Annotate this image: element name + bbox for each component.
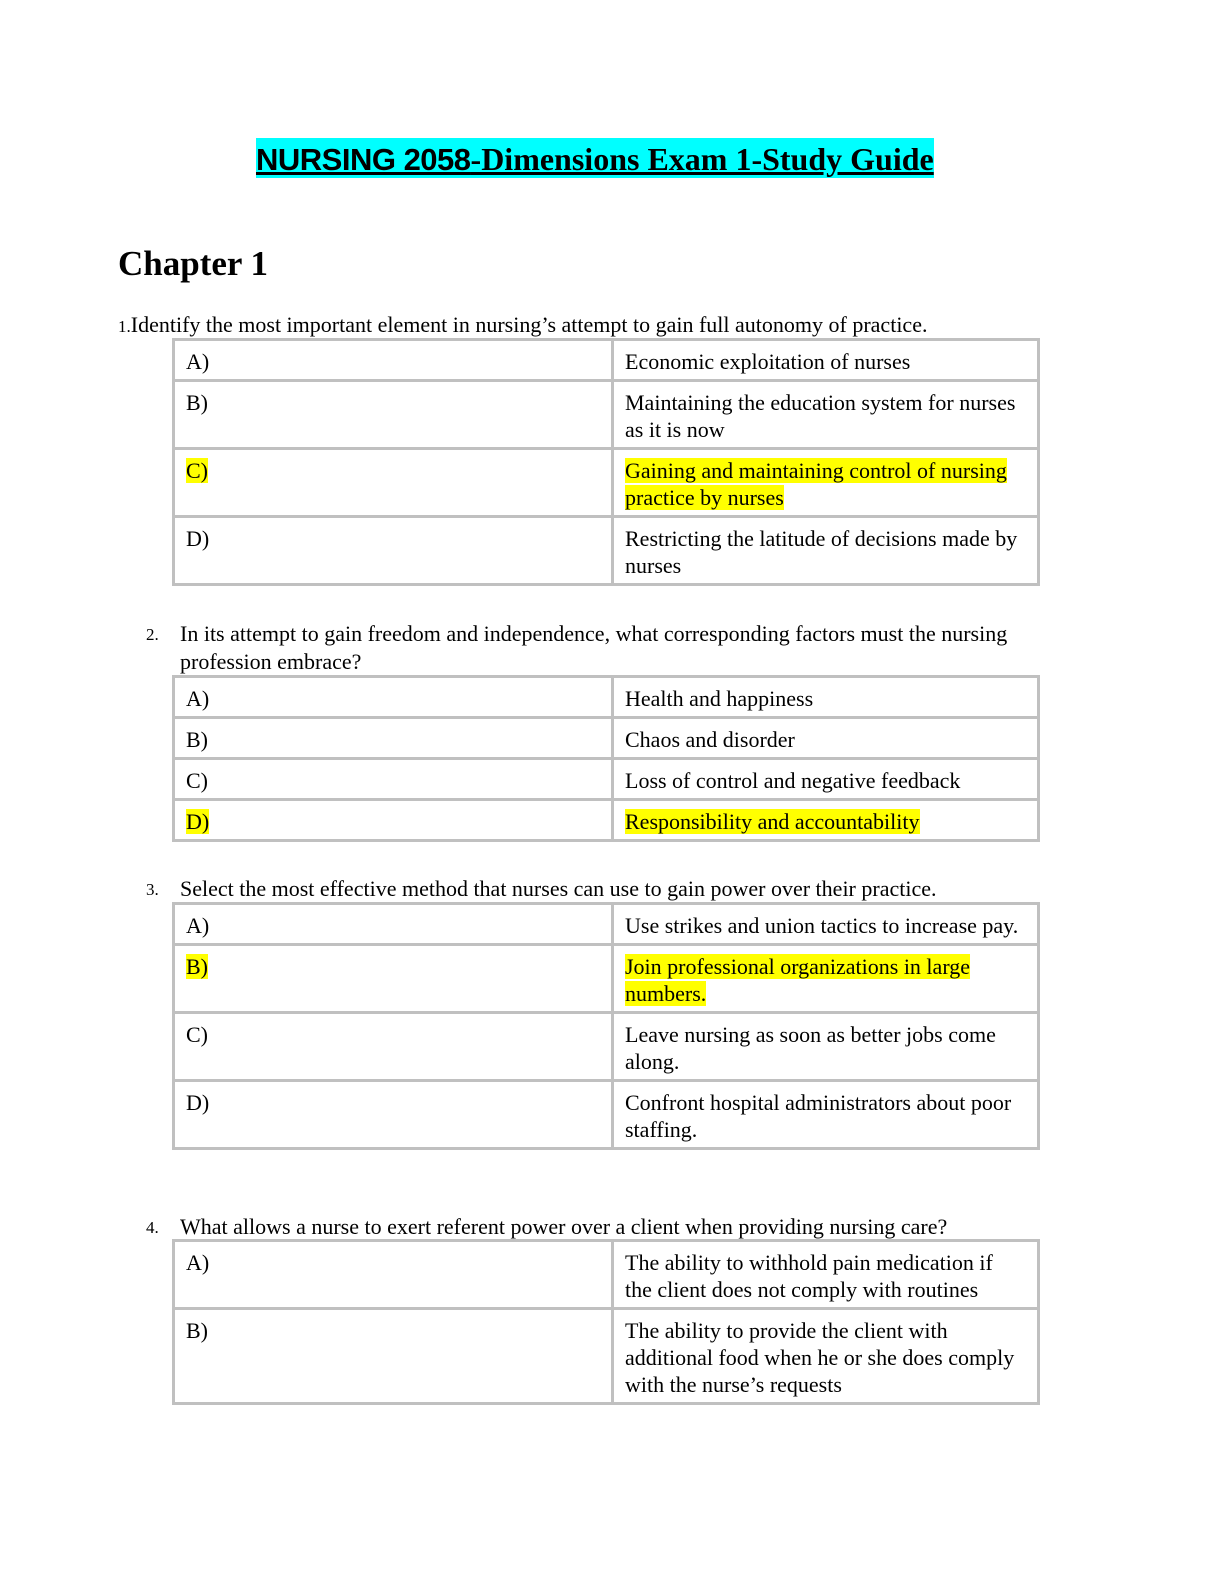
title-subtitle: -Dimensions Exam 1-Study Guide bbox=[470, 141, 934, 177]
option-text-cell: Leave nursing as soon as better jobs com… bbox=[611, 1011, 1040, 1082]
question-text: 1.Identify the most important element in… bbox=[118, 311, 1018, 341]
option-row[interactable]: C) Gaining and maintaining control of nur… bbox=[172, 447, 1040, 518]
option-letter-cell: C) bbox=[172, 757, 614, 801]
question-prompt: Identify the most important element in n… bbox=[130, 312, 928, 337]
option-text-cell: Responsibility and accountability bbox=[611, 798, 1040, 842]
option-letter-cell: B) bbox=[172, 379, 614, 450]
option-text-cell: Confront hospital administrators about p… bbox=[611, 1079, 1040, 1150]
option-row[interactable]: B) Chaos and disorder bbox=[172, 716, 1040, 760]
option-text-cell: Health and happiness bbox=[611, 675, 1040, 719]
question-text: 2. In its attempt to gain freedom and ind… bbox=[118, 620, 1020, 676]
option-row[interactable]: B) The ability to provide the client with… bbox=[172, 1307, 1040, 1405]
question-prompt: Select the most effective method that nu… bbox=[180, 876, 937, 901]
option-text: Loss of control and negative feedback bbox=[625, 768, 961, 793]
question-number: 3. bbox=[146, 880, 159, 899]
option-letter: D) bbox=[186, 1090, 210, 1115]
question-number: 4. bbox=[146, 1218, 159, 1237]
question-prompt: What allows a nurse to exert referent po… bbox=[180, 1214, 948, 1239]
option-row[interactable]: B) Join professional organizations in lar… bbox=[172, 943, 1040, 1014]
question-prompt: In its attempt to gain freedom and indep… bbox=[180, 621, 1008, 674]
option-text-cell: Loss of control and negative feedback bbox=[611, 757, 1040, 801]
option-text: Maintaining the education system for nur… bbox=[625, 390, 1016, 442]
option-text: Use strikes and union tactics to increas… bbox=[625, 913, 1019, 938]
title-course: NURSING 2058 bbox=[256, 142, 471, 177]
option-row[interactable]: A) Economic exploitation of nurses bbox=[172, 338, 1040, 382]
options-table: A) Use strikes and union tactics to incre… bbox=[172, 902, 1040, 1150]
option-row[interactable]: A) Health and happiness bbox=[172, 675, 1040, 719]
option-text-cell: Economic exploitation of nurses bbox=[611, 338, 1040, 382]
option-letter: D) bbox=[186, 526, 210, 551]
option-text: The ability to provide the client with a… bbox=[625, 1318, 1015, 1397]
option-text: The ability to withhold pain medication … bbox=[625, 1250, 993, 1302]
question-number: 1. bbox=[118, 317, 131, 336]
option-letter-cell: D) bbox=[172, 515, 614, 586]
option-letter-cell: D) bbox=[172, 798, 614, 842]
question-number: 2. bbox=[146, 625, 159, 644]
option-letter: C) bbox=[186, 458, 208, 483]
option-text-cell: Use strikes and union tactics to increas… bbox=[611, 902, 1040, 946]
option-text: Join professional organizations in large… bbox=[625, 954, 971, 1006]
option-text: Gaining and maintaining control of nursi… bbox=[625, 458, 1007, 510]
option-text: Responsibility and accountability bbox=[625, 809, 920, 834]
option-text: Confront hospital administrators about p… bbox=[625, 1090, 1012, 1142]
option-text: Economic exploitation of nurses bbox=[625, 349, 911, 374]
option-letter: A) bbox=[186, 1250, 210, 1275]
option-letter: C) bbox=[186, 768, 208, 793]
option-letter: A) bbox=[186, 349, 210, 374]
option-row[interactable]: B) Maintaining the education system for n… bbox=[172, 379, 1040, 450]
option-text-cell: Restricting the latitude of decisions ma… bbox=[611, 515, 1040, 586]
option-row[interactable]: C) Leave nursing as soon as better jobs c… bbox=[172, 1011, 1040, 1082]
option-letter: D) bbox=[186, 809, 210, 834]
option-letter-cell: A) bbox=[172, 338, 614, 382]
option-letter: A) bbox=[186, 686, 210, 711]
option-text: Health and happiness bbox=[625, 686, 814, 711]
option-row[interactable]: A) The ability to withhold pain medicatio… bbox=[172, 1239, 1040, 1310]
option-text: Leave nursing as soon as better jobs com… bbox=[625, 1022, 996, 1074]
option-row[interactable]: C) Loss of control and negative feedback bbox=[172, 757, 1040, 801]
option-letter-cell: B) bbox=[172, 1307, 614, 1405]
option-letter-cell: A) bbox=[172, 1239, 614, 1310]
option-text-cell: Gaining and maintaining control of nursi… bbox=[611, 447, 1040, 518]
option-letter-cell: C) bbox=[172, 1011, 614, 1082]
option-letter: B) bbox=[186, 727, 208, 752]
option-letter: C) bbox=[186, 1022, 208, 1047]
options-table: A) The ability to withhold pain medicatio… bbox=[172, 1239, 1040, 1405]
option-row[interactable]: A) Use strikes and union tactics to incre… bbox=[172, 902, 1040, 946]
option-text-cell: The ability to withhold pain medication … bbox=[611, 1239, 1040, 1310]
option-text-cell: Join professional organizations in large… bbox=[611, 943, 1040, 1014]
option-text: Chaos and disorder bbox=[625, 727, 795, 752]
option-letter-cell: A) bbox=[172, 902, 614, 946]
document-title: NURSING 2058-Dimensions Exam 1-Study Gui… bbox=[256, 138, 934, 178]
question-text: 4. What allows a nurse to exert referent … bbox=[118, 1213, 1020, 1241]
option-letter-cell: A) bbox=[172, 675, 614, 719]
option-row[interactable]: D) Responsibility and accountability bbox=[172, 798, 1040, 842]
option-letter-cell: B) bbox=[172, 943, 614, 1014]
option-letter: B) bbox=[186, 1318, 208, 1343]
option-letter-cell: C) bbox=[172, 447, 614, 518]
option-text-cell: The ability to provide the client with a… bbox=[611, 1307, 1040, 1405]
chapter-heading: Chapter 1 bbox=[118, 244, 269, 283]
option-letter-cell: D) bbox=[172, 1079, 614, 1150]
option-text-cell: Chaos and disorder bbox=[611, 716, 1040, 760]
option-row[interactable]: D) Restricting the latitude of decisions … bbox=[172, 515, 1040, 586]
option-text: Restricting the latitude of decisions ma… bbox=[625, 526, 1018, 578]
question-text: 3. Select the most effective method that … bbox=[118, 875, 1020, 903]
option-letter-cell: B) bbox=[172, 716, 614, 760]
option-text-cell: Maintaining the education system for nur… bbox=[611, 379, 1040, 450]
option-letter: A) bbox=[186, 913, 210, 938]
option-letter: B) bbox=[186, 390, 208, 415]
option-letter: B) bbox=[186, 954, 208, 979]
option-row[interactable]: D) Confront hospital administrators about… bbox=[172, 1079, 1040, 1150]
